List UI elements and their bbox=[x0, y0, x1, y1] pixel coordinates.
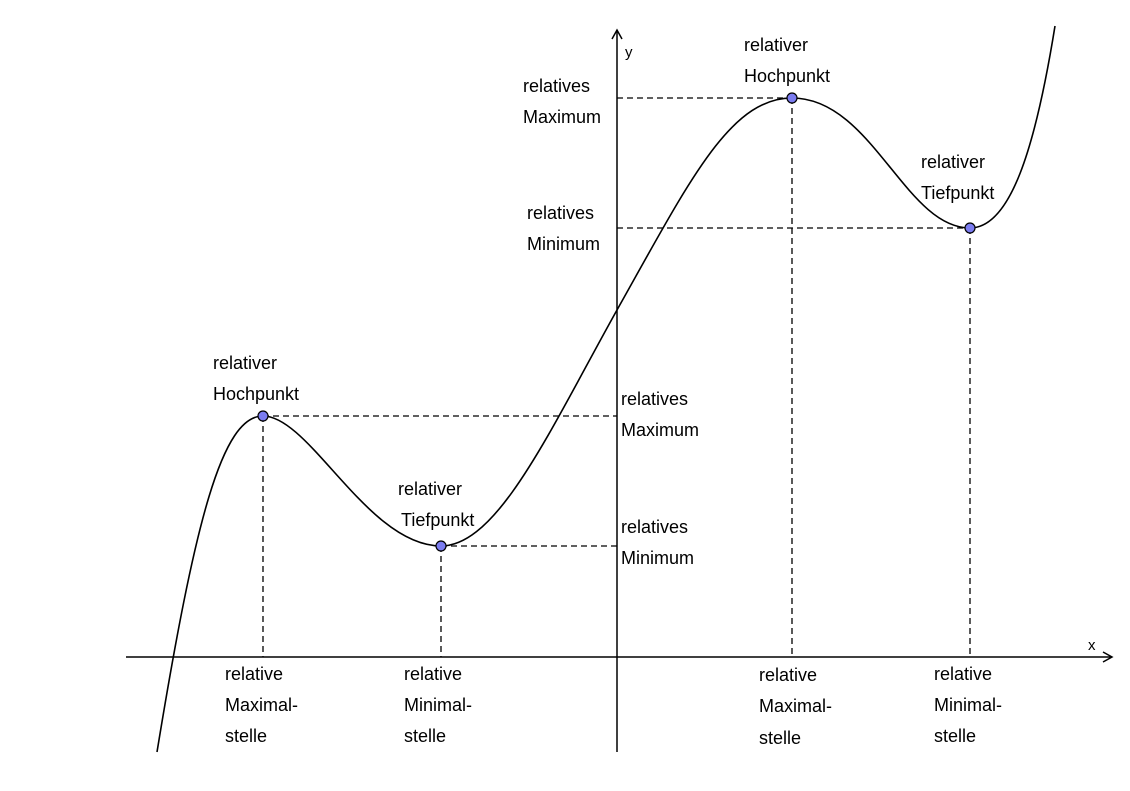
y-label-min2-line2: Minimum bbox=[527, 234, 600, 254]
extremum-point-min1 bbox=[435, 540, 447, 552]
y-label-max2-line1: relatives bbox=[523, 76, 590, 96]
x-label-min1-line3: stelle bbox=[404, 726, 446, 746]
function-curve bbox=[156, 25, 1056, 753]
extremum-point-max2 bbox=[786, 92, 798, 104]
y-label-min2-line1: relatives bbox=[527, 203, 594, 223]
x-label-max2-line3: stelle bbox=[759, 728, 801, 748]
point-label-min2-line2: Tiefpunkt bbox=[921, 183, 994, 203]
y-label-max1-line1: relatives bbox=[621, 389, 688, 409]
point-label-max1-line2: Hochpunkt bbox=[213, 384, 299, 404]
point-label-max1-line1: relativer bbox=[213, 353, 277, 373]
x-label-max2-line1: relative bbox=[759, 665, 817, 685]
extremum-point-max1 bbox=[257, 410, 269, 422]
x-label-min1-line1: relative bbox=[404, 664, 462, 684]
point-label-max2-line1: relativer bbox=[744, 35, 808, 55]
x-label-min2-line3: stelle bbox=[934, 726, 976, 746]
x-label-max1-line1: relative bbox=[225, 664, 283, 684]
x-label-min2-line2: Minimal- bbox=[934, 695, 1002, 715]
extremum-point-min2 bbox=[964, 222, 976, 234]
y-axis-label: y bbox=[625, 44, 633, 61]
y-label-max1-line2: Maximum bbox=[621, 420, 699, 440]
y-label-min1-line2: Minimum bbox=[621, 548, 694, 568]
point-label-min1-line1: relativer bbox=[398, 479, 462, 499]
y-label-max2-line2: Maximum bbox=[523, 107, 601, 127]
point-label-max2-line2: Hochpunkt bbox=[744, 66, 830, 86]
point-label-min1-line2: Tiefpunkt bbox=[401, 510, 474, 530]
x-axis-label: x bbox=[1088, 637, 1096, 654]
y-label-min1-line1: relatives bbox=[621, 517, 688, 537]
x-label-max2-line2: Maximal- bbox=[759, 696, 832, 716]
x-label-max1-line3: stelle bbox=[225, 726, 267, 746]
point-label-min2-line1: relativer bbox=[921, 152, 985, 172]
x-label-min2-line1: relative bbox=[934, 664, 992, 684]
x-label-min1-line2: Minimal- bbox=[404, 695, 472, 715]
x-label-max1-line2: Maximal- bbox=[225, 695, 298, 715]
